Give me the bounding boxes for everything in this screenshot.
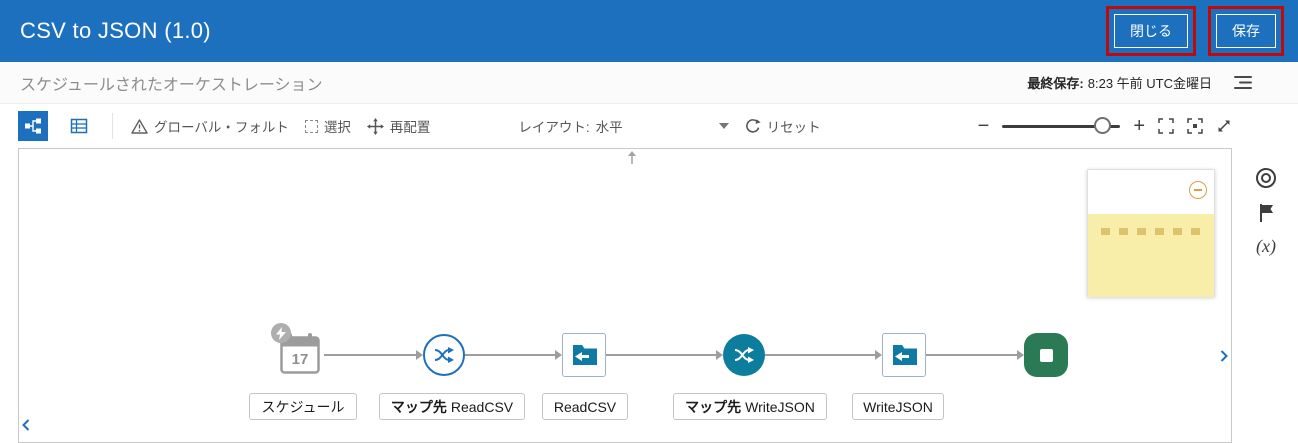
connector <box>926 350 1024 360</box>
file-folder-icon <box>573 345 597 365</box>
connector <box>765 350 882 360</box>
zoom-slider[interactable] <box>1002 117 1121 135</box>
label-text: スケジュール <box>261 398 345 415</box>
target-icon[interactable] <box>1254 166 1278 190</box>
pan-left-arrow[interactable] <box>22 418 30 436</box>
readcsv-node[interactable] <box>562 333 606 377</box>
flag-icon[interactable] <box>1258 203 1274 223</box>
stop-square-icon <box>1039 348 1053 362</box>
page-title: CSV to JSON (1.0) <box>20 18 211 43</box>
label-text: ReadCSV <box>450 398 514 415</box>
canvas-toolbar: グローバル・フォルト 選択 再配置 レイアウト: 水平 リセット − <box>0 104 1298 148</box>
rearrange-button[interactable]: 再配置 <box>366 116 431 136</box>
readcsv-node-label[interactable]: ReadCSV <box>542 393 628 420</box>
reset-label: リセット <box>766 120 821 135</box>
label-text: ReadCSV <box>553 398 617 415</box>
minimap-collapse-button[interactable] <box>1189 181 1207 199</box>
title-bar: CSV to JSON (1.0) 閉じる 保存 <box>0 0 1298 62</box>
minimap[interactable] <box>1087 169 1215 297</box>
connector <box>465 350 562 360</box>
reset-icon <box>745 118 761 134</box>
label-text: WriteJSON <box>745 398 815 415</box>
minimap-flow-preview <box>1101 228 1200 235</box>
minimap-body <box>1088 214 1214 297</box>
flow-view-button[interactable] <box>18 111 48 141</box>
flow-canvas[interactable]: 17 <box>18 148 1232 443</box>
map-writejson-label[interactable]: マップ先 WriteJSON <box>673 393 827 420</box>
orchestration-type-label: スケジュールされたオーケストレーション <box>20 76 323 94</box>
end-node[interactable] <box>1024 333 1068 377</box>
map-node-readcsv[interactable] <box>423 334 465 376</box>
layout-dropdown[interactable]: レイアウト: 水平 <box>518 116 729 136</box>
chevron-down-icon <box>718 123 729 129</box>
right-rail: (x) <box>1238 166 1294 257</box>
select-label: 選択 <box>323 120 351 135</box>
zoom-slider-thumb[interactable] <box>1094 117 1112 134</box>
move-icon <box>366 117 384 135</box>
connector <box>606 350 723 360</box>
schedule-node[interactable]: 17 <box>271 323 323 376</box>
fit-to-view-icon[interactable] <box>1158 118 1174 134</box>
writejson-node-label[interactable]: WriteJSON <box>852 393 944 420</box>
close-button-highlight: 閉じる <box>1106 6 1196 56</box>
select-icon <box>304 119 318 133</box>
last-saved-status: 最終保存:8:23 午前 UTC金曜日 <box>1027 73 1212 92</box>
subheader-bar: スケジュールされたオーケストレーション 最終保存:8:23 午前 UTC金曜日 <box>0 62 1298 104</box>
map-readcsv-label[interactable]: マップ先 ReadCSV <box>379 393 525 420</box>
expand-icon[interactable] <box>1216 118 1232 134</box>
save-button[interactable]: 保存 <box>1216 14 1276 48</box>
select-button[interactable]: 選択 <box>304 116 351 136</box>
event-lightning-badge <box>271 323 291 343</box>
last-saved-value: 8:23 午前 UTC金曜日 <box>1087 76 1212 91</box>
schedule-node-label[interactable]: スケジュール <box>249 393 357 420</box>
zoom-out-button[interactable]: − <box>977 115 990 137</box>
save-button-highlight: 保存 <box>1208 6 1284 56</box>
options-menu-icon[interactable] <box>1234 75 1252 90</box>
global-fault-button[interactable]: グローバル・フォルト <box>131 116 289 136</box>
label-prefix: マップ先 <box>685 398 742 415</box>
map-icon <box>434 347 454 363</box>
variables-icon[interactable]: (x) <box>1256 236 1276 256</box>
calendar-icon: 17 <box>280 333 320 374</box>
svg-text:17: 17 <box>292 351 309 368</box>
close-button[interactable]: 閉じる <box>1114 14 1188 48</box>
fit-to-screen-icon[interactable] <box>1187 118 1203 134</box>
connector <box>324 350 423 360</box>
table-view-button[interactable] <box>64 111 94 141</box>
label-prefix: マップ先 <box>390 398 447 415</box>
label-text: WriteJSON <box>863 398 933 415</box>
reset-button[interactable]: リセット <box>745 116 821 136</box>
global-fault-label: グローバル・フォルト <box>154 120 289 135</box>
layout-label: レイアウト: <box>518 120 590 135</box>
file-folder-icon <box>893 345 917 365</box>
zoom-slider-track <box>1002 124 1121 128</box>
pan-right-arrow[interactable] <box>1220 349 1228 367</box>
map-node-writejson[interactable] <box>723 334 765 376</box>
writejson-node[interactable] <box>882 333 926 377</box>
warning-icon <box>131 118 148 134</box>
rearrange-label: 再配置 <box>389 120 431 135</box>
layout-value: 水平 <box>595 120 623 135</box>
pan-up-arrow[interactable] <box>627 151 637 170</box>
last-saved-label: 最終保存: <box>1027 76 1084 91</box>
minimap-header <box>1088 170 1214 214</box>
zoom-in-button[interactable]: + <box>1133 115 1145 137</box>
zoom-controls: − + <box>978 116 1232 136</box>
toolbar-separator <box>112 113 113 139</box>
map-icon <box>734 347 754 363</box>
